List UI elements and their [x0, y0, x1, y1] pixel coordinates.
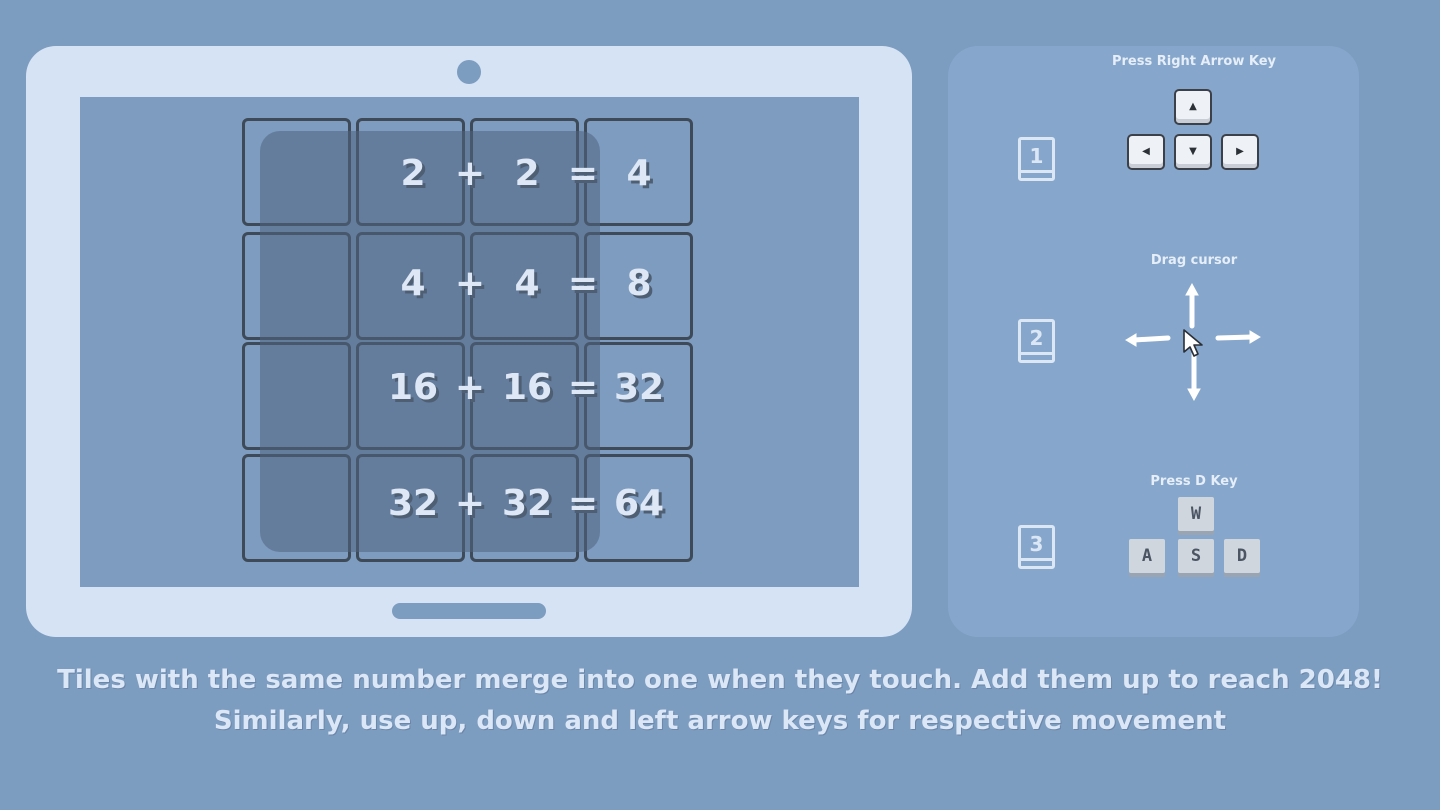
- equation-result: 32: [613, 367, 665, 408]
- equals-sign: =: [567, 367, 599, 408]
- equation-operand: 32: [387, 483, 439, 524]
- drag-cursor-icon: [1125, 282, 1261, 402]
- equation-operand: 16: [387, 367, 439, 408]
- step-2-book-icon: 2: [1018, 319, 1055, 363]
- equation-row: 2 + 2 = 4: [242, 144, 697, 204]
- equals-sign: =: [567, 153, 599, 194]
- step-number: 3: [1029, 532, 1044, 556]
- laptop-illustration: 2 + 2 = 4 4 + 4 = 8 16 + 16 = 32 32: [26, 46, 912, 637]
- equation-operand: 16: [501, 367, 553, 408]
- a-key: A: [1129, 539, 1165, 573]
- equation-row: 4 + 4 = 8: [242, 254, 697, 314]
- left-arrow-key: ◀: [1127, 134, 1165, 170]
- equation-result: 8: [626, 263, 652, 304]
- equation-result: 4: [626, 153, 652, 194]
- equation-row: 16 + 16 = 32: [242, 358, 697, 418]
- equation-operand: 2: [514, 153, 540, 194]
- equation-operand: 2: [400, 153, 426, 194]
- step-3-title: Press D Key: [1150, 474, 1238, 489]
- merge-highlight: [260, 131, 600, 552]
- down-arrow-key: ▼: [1174, 134, 1212, 170]
- step-number: 1: [1029, 144, 1044, 168]
- equation-result: 64: [613, 483, 665, 524]
- step-1-book-icon: 1: [1018, 137, 1055, 181]
- equation-operand: 4: [400, 263, 426, 304]
- step-3-book-icon: 3: [1018, 525, 1055, 569]
- step-2-title: Drag cursor: [1150, 253, 1238, 268]
- laptop-screen: 2 + 2 = 4 4 + 4 = 8 16 + 16 = 32 32: [80, 97, 859, 587]
- plus-sign: +: [454, 483, 486, 524]
- equation-operand: 4: [514, 263, 540, 304]
- right-arrow-key: ▶: [1221, 134, 1259, 170]
- game-grid: 2 + 2 = 4 4 + 4 = 8 16 + 16 = 32 32: [242, 118, 697, 565]
- step-number: 2: [1029, 326, 1044, 350]
- equation-row: 32 + 32 = 64: [242, 474, 697, 534]
- equals-sign: =: [567, 483, 599, 524]
- caption-line-1: Tiles with the same number merge into on…: [57, 665, 1383, 695]
- step-1-title: Press Right Arrow Key: [1111, 54, 1276, 69]
- equation-operand: 32: [501, 483, 553, 524]
- plus-sign: +: [454, 367, 486, 408]
- laptop-trackpad-bar: [392, 603, 546, 619]
- plus-sign: +: [454, 153, 486, 194]
- up-arrow-key: ▲: [1174, 89, 1212, 125]
- d-key: D: [1224, 539, 1260, 573]
- camera-dot: [457, 60, 481, 84]
- controls-panel: Press Right Arrow Key 1 ▲ ◀ ▼ ▶ Drag cur…: [948, 46, 1359, 637]
- caption-line-2: Similarly, use up, down and left arrow k…: [213, 706, 1227, 736]
- s-key: S: [1178, 539, 1214, 573]
- w-key: W: [1178, 497, 1214, 531]
- plus-sign: +: [454, 263, 486, 304]
- equals-sign: =: [567, 263, 599, 304]
